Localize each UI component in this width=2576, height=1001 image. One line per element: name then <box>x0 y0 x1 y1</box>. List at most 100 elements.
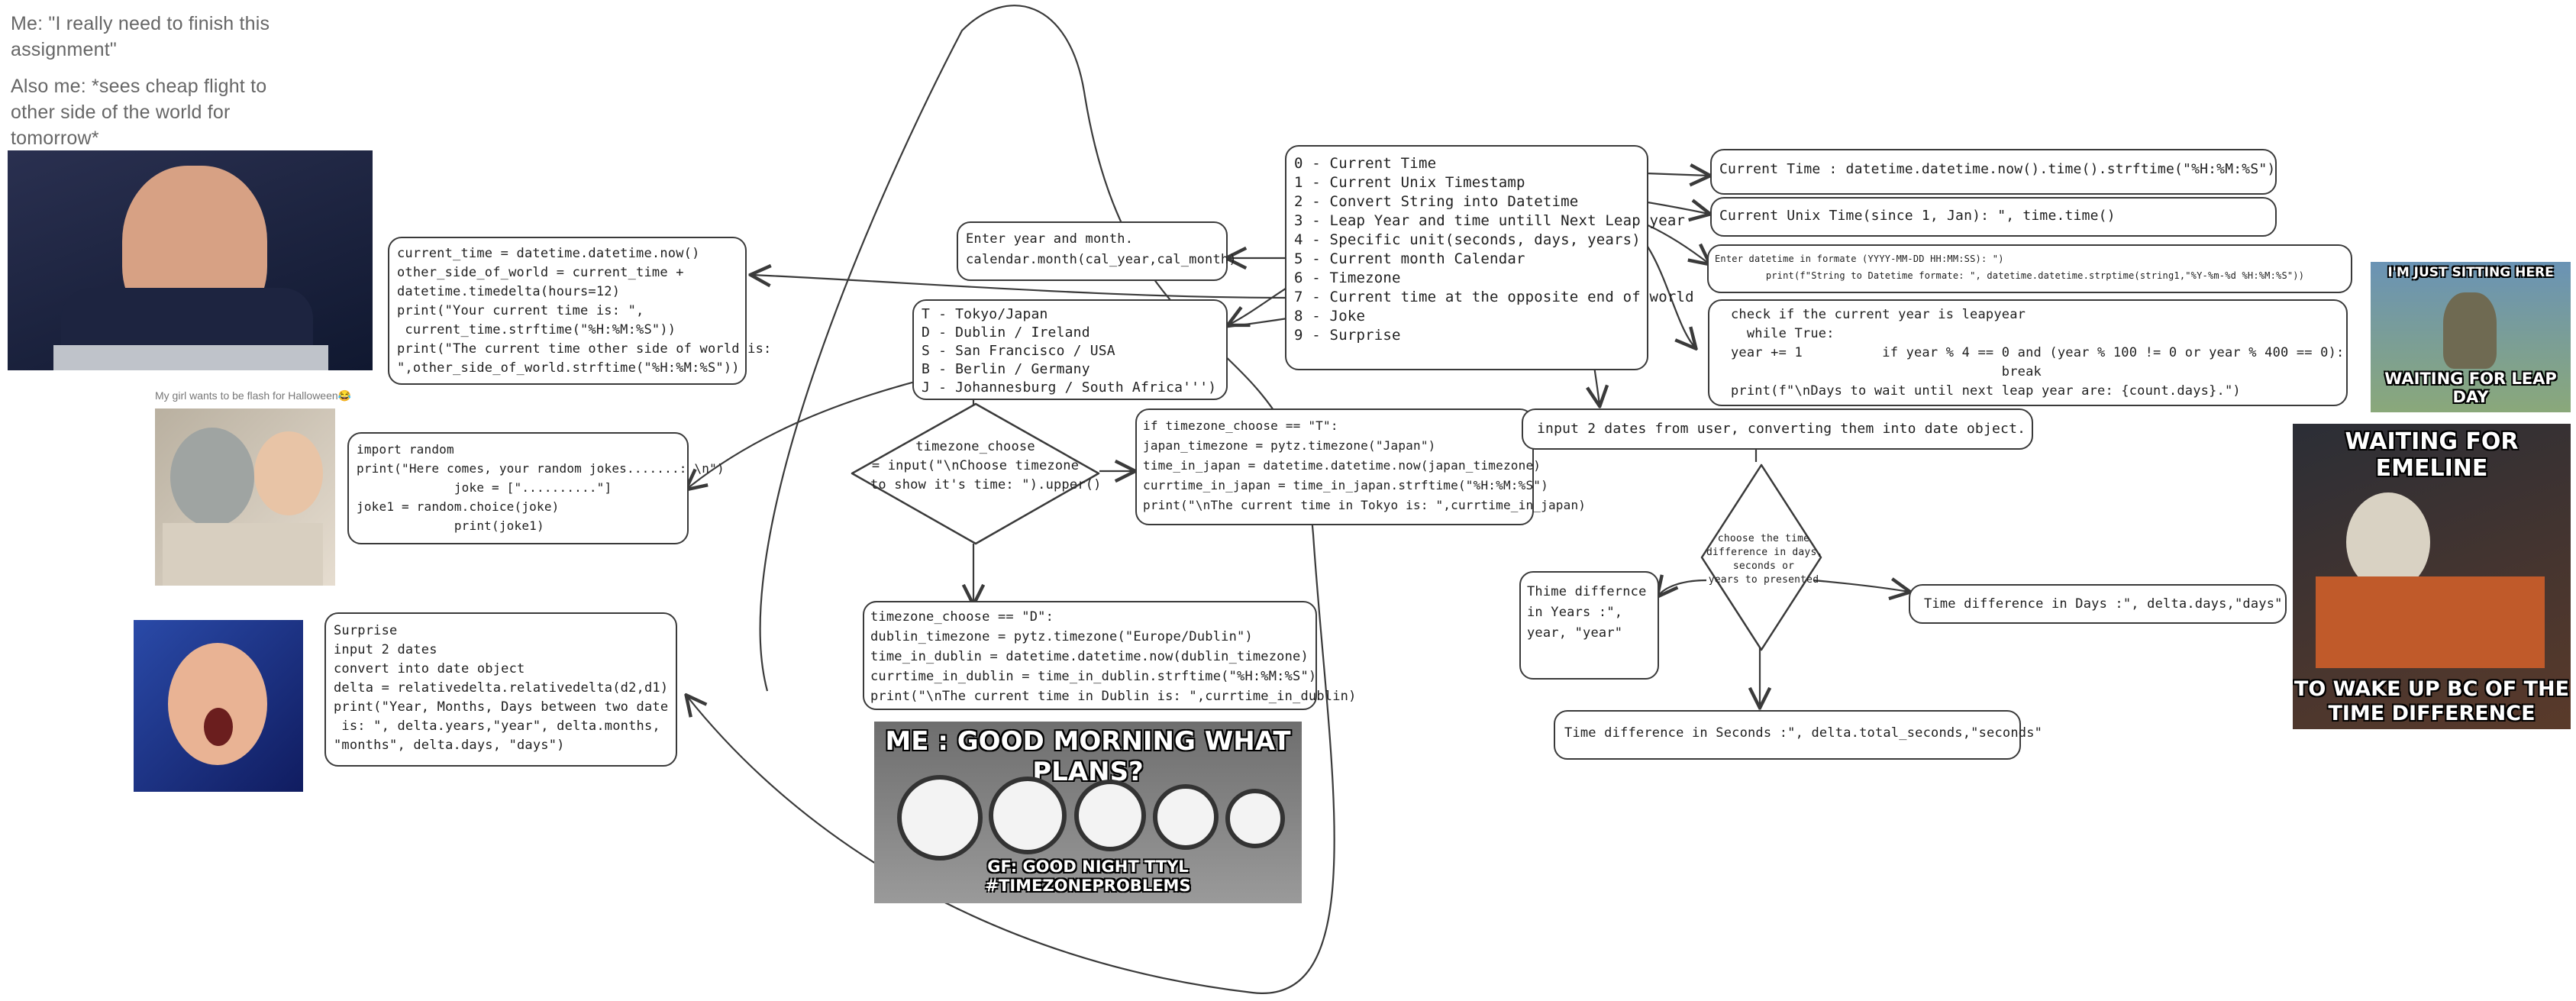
code-line: year += 1 if year % 4 == 0 and (year % 1… <box>1731 345 2345 360</box>
code-line: Enter year and month. <box>966 231 1134 247</box>
code-line: "months", delta.days, "days") <box>334 738 565 753</box>
code-line: current_time.strftime("%H:%M:%S")) <box>397 322 676 337</box>
connector-units-days <box>1813 580 1909 592</box>
meme-image-laptop-guy <box>8 150 373 370</box>
meme-caption-top: I'M JUST SITTING HERE <box>2387 265 2554 280</box>
menu-line: 3 - Leap Year and time untill Next Leap … <box>1294 212 1686 229</box>
menu-line: 1 - Current Unix Timestamp <box>1294 174 1525 191</box>
meme-image-shocked-face <box>134 620 303 792</box>
code-line: B - Berlin / Germany <box>922 361 1090 377</box>
meme-image-leap-day: I'M JUST SITTING HERE WAITING FOR LEAP D… <box>2371 262 2571 412</box>
code-line: timezone_choose <box>915 439 1035 454</box>
face-shape <box>168 643 267 765</box>
code-line: Current Time : datetime.datetime.now().t… <box>1719 161 2276 177</box>
menu-line: 9 - Surprise <box>1294 327 1401 344</box>
code-line: current_time = datetime.datetime.now() <box>397 246 700 261</box>
meme-caption-bottom: WAITING FOR LEAP DAY <box>2384 370 2557 406</box>
note-halloween: My girl wants to be flash for Halloween😂 <box>155 389 352 402</box>
meme-caption-line: TO WAKE UP BC OF THE <box>2294 677 2570 701</box>
code-line: print("Year, Months, Days between two da… <box>334 699 669 715</box>
code-line: choose the time <box>1717 533 1810 544</box>
code-line: Enter datetime in formate (YYYY-MM-DD HH… <box>1715 253 2004 264</box>
node-current-time: Current Time : datetime.datetime.now().t… <box>1710 149 2277 195</box>
sloth-face-shape <box>170 428 254 527</box>
code-line: print(joke1) <box>357 518 544 533</box>
menu-line: 5 - Current month Calendar <box>1294 250 1525 267</box>
meme-caption-bottom: TO WAKE UP BC OF THE TIME DIFFERENCE <box>2293 677 2571 726</box>
code-line: S - San Francisco / USA <box>922 343 1115 359</box>
meme-caption-line: #TIMEZONEPROBLEMS <box>985 877 1191 895</box>
code-line: difference in days, <box>1706 547 1823 558</box>
node-dublin: timezone_choose == "D": dublin_timezone … <box>863 601 1357 710</box>
menu-line: 7 - Current time at the opposite end of … <box>1294 289 1694 305</box>
code-line: Time difference in Days :", delta.days,"… <box>1924 596 2283 612</box>
clock-icon <box>989 777 1067 854</box>
node-leap-year: check if the current year is leapyear wh… <box>1708 299 2348 406</box>
menu-line: 4 - Specific unit(seconds, days, years) <box>1294 231 1641 248</box>
code-line: seconds or <box>1732 560 1795 572</box>
code-line: year, "year" <box>1527 625 1623 641</box>
code-line: years to presented <box>1708 574 1819 586</box>
connector-menu-opposite <box>752 275 1291 299</box>
code-line: J - Johannesburg / South Africa''') <box>922 379 1217 396</box>
code-line: to show it's time: ").upper() <box>870 477 1102 492</box>
meme-image-emeline: WAITING FOR EMELINE TO WAKE UP BC OF THE… <box>2293 424 2571 729</box>
code-line: Thime differnce <box>1527 584 1647 599</box>
girl-face-shape <box>254 431 323 515</box>
meme-caption-line: TIME DIFFERENCE <box>2328 702 2536 725</box>
code-line: input 2 dates from user, converting them… <box>1537 421 2026 437</box>
code-line: currtime_in_dublin = time_in_dublin.strf… <box>870 669 1317 684</box>
code-line: delta = relativedelta.relativedelta(d2,d… <box>334 680 669 696</box>
note-assignment: Me: "I really need to finish this assign… <box>11 11 301 151</box>
code-line: time_in_japan = datetime.datetime.now(ja… <box>1143 458 1541 473</box>
meme-caption-top: WAITING FOR EMELINE <box>2345 428 2519 482</box>
code-line: other_side_of_world = current_time + <box>397 265 684 280</box>
node-joke: import random print("Here comes, your ra… <box>347 432 725 544</box>
clock-icon <box>1225 789 1285 848</box>
code-line: print("Here comes, your random jokes....… <box>357 461 725 476</box>
note-line: Also me: *sees cheap flight to other sid… <box>11 76 267 149</box>
decision-units-shape <box>1700 463 1822 651</box>
bottom-shape <box>163 523 323 586</box>
code-line: joke = [".........."] <box>357 480 612 495</box>
node-seconds: Time difference in Seconds :", delta.tot… <box>1554 710 2042 760</box>
code-line: print("\nThe current time in Dublin is: … <box>870 689 1357 704</box>
mouth-shape <box>204 708 233 746</box>
clock-icon <box>897 775 983 861</box>
code-line: if timezone_choose == "T": <box>1143 418 1338 433</box>
code-line: dublin_timezone = pytz.timezone("Europe/… <box>870 629 1253 644</box>
code-line: print("The current time other side of wo… <box>397 341 772 357</box>
decision-units: choose the time difference in days, seco… <box>1706 532 1823 587</box>
menu-line: 0 - Current Time <box>1294 155 1437 172</box>
laptop-shape <box>53 345 328 370</box>
node-string-datetime: Enter datetime in formate (YYYY-MM-DD HH… <box>1707 244 2352 293</box>
code-line: is: ", delta.years,"year", delta.months, <box>334 718 660 734</box>
clock-icon <box>1074 780 1146 851</box>
code-line: check if the current year is leapyear <box>1731 307 2026 322</box>
meme-caption-bottom: GF: GOOD NIGHT TTYL #TIMEZONEPROBLEMS <box>874 857 1302 896</box>
node-timezone-list: T - Tokyo/Japan D - Dublin / Ireland S -… <box>912 299 1228 400</box>
node-input-dates: input 2 dates from user, converting them… <box>1522 408 2033 450</box>
robe-shape <box>2316 576 2545 668</box>
code-line: while True: <box>1731 326 1835 341</box>
code-line: calendar.month(cal_year,cal_month) <box>966 252 1237 267</box>
node-years: Thime differnce in Years :", year, "year… <box>1519 571 1659 680</box>
code-line: in Years :", <box>1527 605 1623 620</box>
code-line: input 2 dates <box>334 642 437 657</box>
node-menu: 0 - Current Time 1 - Current Unix Timest… <box>1285 145 1694 370</box>
skull-shape <box>2346 492 2430 592</box>
meme-caption-top: ME : GOOD MORNING WHAT PLANS? <box>885 726 1291 787</box>
menu-line: 2 - Convert String into Datetime <box>1294 193 1579 210</box>
code-line: joke1 = random.choice(joke) <box>357 499 560 514</box>
clock-icon <box>1153 784 1219 850</box>
connector-units-years <box>1658 580 1707 596</box>
decision-timezone-shape <box>851 402 1100 545</box>
code-line: datetime.timedelta(hours=12) <box>397 284 621 299</box>
code-line: Current Unix Time(since 1, Jan): ", time… <box>1719 208 2116 224</box>
code-line: currtime_in_japan = time_in_japan.strfti… <box>1143 478 1548 492</box>
skeleton-shape <box>2443 292 2497 369</box>
menu-line: 8 - Joke <box>1294 308 1366 325</box>
decision-timezone: timezone_choose = input("\nChoose timezo… <box>870 438 1102 495</box>
code-line: japan_timezone = pytz.timezone("Japan") <box>1143 438 1436 453</box>
meme-image-flash-costume <box>155 408 335 586</box>
